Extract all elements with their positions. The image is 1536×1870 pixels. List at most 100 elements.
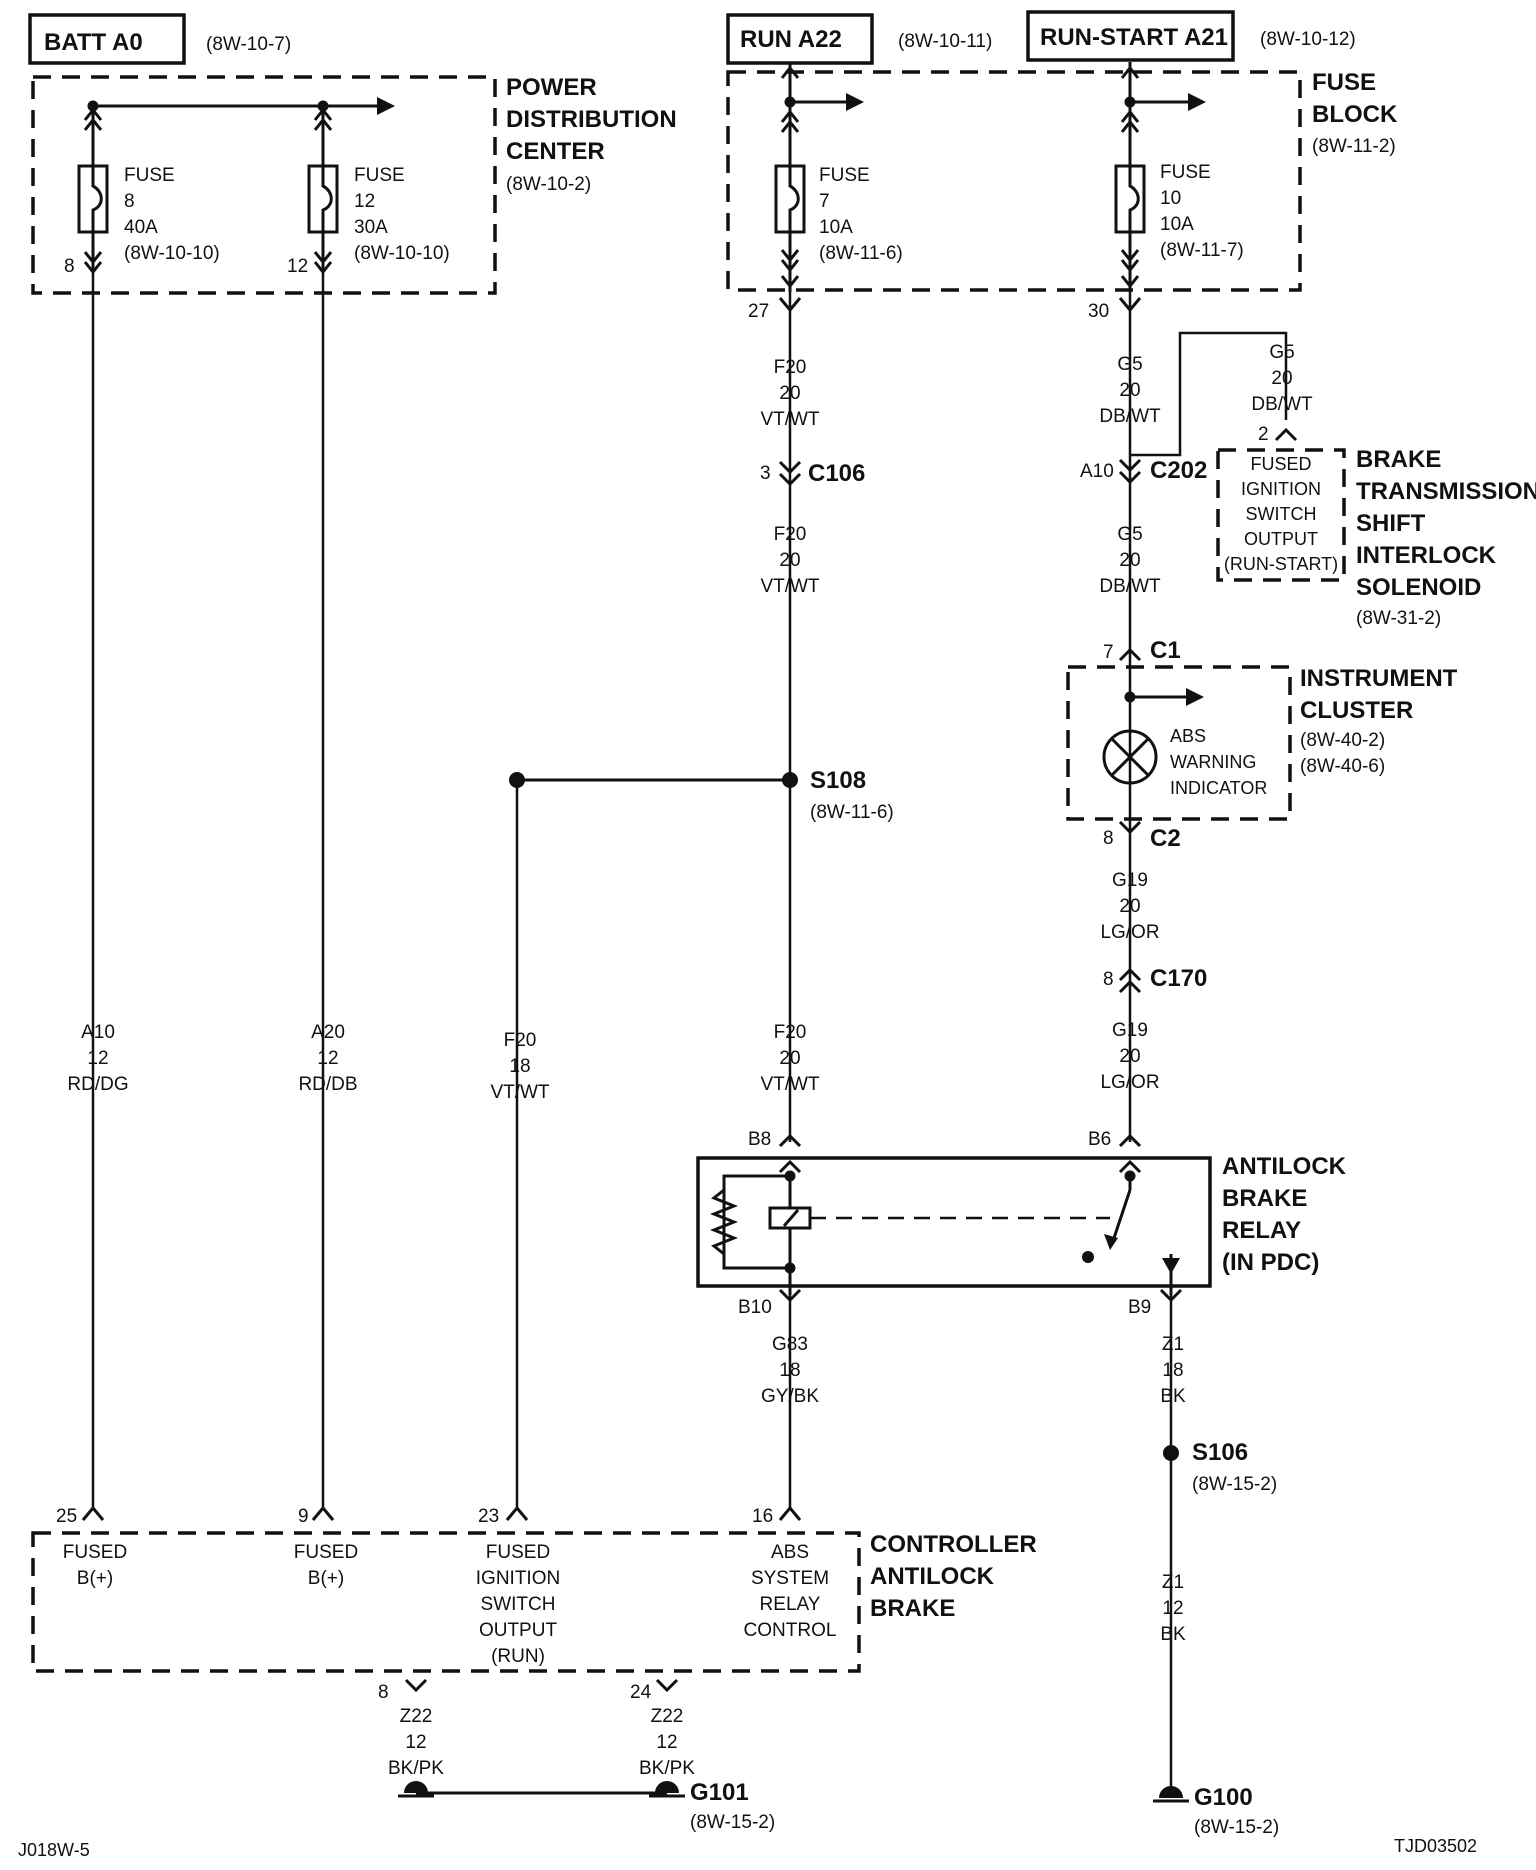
c106-pin: 3 xyxy=(760,463,771,484)
svg-text:DB/WT: DB/WT xyxy=(1251,394,1313,415)
svg-text:G19: G19 xyxy=(1112,1020,1148,1041)
svg-text:VT/WT: VT/WT xyxy=(760,1074,819,1095)
svg-text:(RUN): (RUN) xyxy=(491,1646,545,1667)
fuse-7-line-3: 10A xyxy=(819,217,853,238)
fuse-10-line-4: (8W-11-7) xyxy=(1160,240,1244,261)
run-a22-ref: (8W-10-11) xyxy=(898,31,992,52)
run-a22-source: RUN A22 (8W-10-11) xyxy=(726,13,992,65)
fuse-10-line-2: 10 xyxy=(1160,188,1181,209)
relay-pin-b9: B9 xyxy=(1128,1297,1151,1318)
c170-name: C170 xyxy=(1150,965,1207,992)
wire-runs xyxy=(91,272,1173,1793)
fuse-8-line-1: FUSE xyxy=(124,165,175,186)
fuse-8-line-2: 8 xyxy=(124,191,135,212)
svg-text:12: 12 xyxy=(87,1048,108,1069)
footer-right-code: TJD03502 xyxy=(1394,1836,1477,1856)
run-start-a21-label: RUN-START A21 xyxy=(1040,24,1228,51)
g101-name: G101 xyxy=(690,1779,749,1806)
a20-wire-label: A20 12 RD/DB xyxy=(298,1022,357,1095)
svg-text:20: 20 xyxy=(1119,1046,1140,1067)
c170-pin: 8 xyxy=(1103,969,1114,990)
controller-antilock-brake: CONTROLLER ANTILOCK BRAKE 25 FUSED B(+) … xyxy=(31,1505,1037,1673)
f20-left-wire-label: F20 18 VT/WT xyxy=(490,1030,549,1103)
fuse-12-pin: 12 xyxy=(287,256,308,277)
svg-text:VT/WT: VT/WT xyxy=(760,576,819,597)
fuse-12-line-2: 12 xyxy=(354,191,375,212)
shift-interlock-title-4: INTERLOCK xyxy=(1356,542,1497,569)
pdc-ref: (8W-10-2) xyxy=(506,174,591,195)
svg-text:BK/PK: BK/PK xyxy=(639,1758,695,1779)
svg-text:G19: G19 xyxy=(1112,870,1148,891)
shift-interlock-ref: (8W-31-2) xyxy=(1356,608,1441,629)
controller-title-1: CONTROLLER xyxy=(870,1531,1037,1558)
f20-low-label: F20 20 VT/WT xyxy=(760,1022,819,1095)
svg-text:18: 18 xyxy=(779,1360,800,1381)
s108-name: S108 xyxy=(810,767,866,794)
run-start-a21-source: RUN-START A21 (8W-10-12) xyxy=(1026,10,1356,62)
svg-text:20: 20 xyxy=(779,383,800,404)
svg-text:A10: A10 xyxy=(81,1022,115,1043)
svg-text:FUSED: FUSED xyxy=(486,1542,550,1563)
svg-text:20: 20 xyxy=(1119,896,1140,917)
s106-name: S106 xyxy=(1192,1439,1248,1466)
relay-title-3: RELAY xyxy=(1222,1217,1301,1244)
fuse-8-line-3: 40A xyxy=(124,217,158,238)
g19-low-label: G19 20 LG/OR xyxy=(1100,1020,1159,1093)
pdc-title-3: CENTER xyxy=(506,138,605,165)
shift-interlock-title-5: SOLENOID xyxy=(1356,574,1481,601)
s106-ref: (8W-15-2) xyxy=(1192,1474,1277,1495)
svg-text:20: 20 xyxy=(1119,550,1140,571)
svg-text:IGNITION: IGNITION xyxy=(476,1568,560,1589)
svg-text:F20: F20 xyxy=(774,524,807,545)
s108-ref: (8W-11-6) xyxy=(810,802,894,823)
svg-text:18: 18 xyxy=(509,1056,530,1077)
g83-wire-label: G83 18 GY/BK xyxy=(761,1334,819,1407)
svg-text:OUTPUT: OUTPUT xyxy=(1244,529,1318,549)
svg-text:12: 12 xyxy=(405,1732,426,1753)
ground-icon xyxy=(1153,1786,1189,1803)
svg-text:20: 20 xyxy=(779,550,800,571)
fuse-7-line-2: 7 xyxy=(819,191,830,212)
svg-text:20: 20 xyxy=(1271,368,1292,389)
z1-top-wire-label: Z1 18 BK xyxy=(1160,1334,1186,1407)
fuse-block-title-1: FUSE xyxy=(1312,69,1376,96)
svg-text:FUSED: FUSED xyxy=(63,1542,127,1563)
relay-pin-b8: B8 xyxy=(748,1129,771,1150)
fuse-8-line-4: (8W-10-10) xyxy=(124,243,220,264)
fuse-block-outputs: 27 30 xyxy=(748,297,1142,322)
svg-text:GY/BK: GY/BK xyxy=(761,1386,819,1407)
svg-text:VT/WT: VT/WT xyxy=(490,1082,549,1103)
g5-branch-wire: G5 20 DB/WT 2 xyxy=(1130,331,1313,457)
c202-name: C202 xyxy=(1150,457,1207,484)
shift-interlock-solenoid: FUSED IGNITION SWITCH OUTPUT (RUN-START)… xyxy=(1216,446,1536,629)
connector-c202: A10 C202 xyxy=(1080,457,1207,485)
svg-text:F20: F20 xyxy=(774,1022,807,1043)
svg-text:20: 20 xyxy=(1119,380,1140,401)
svg-text:12: 12 xyxy=(317,1048,338,1069)
connector-c1: 7 C1 xyxy=(1103,637,1181,664)
relay-title-2: BRAKE xyxy=(1222,1185,1307,1212)
pdc-title-1: POWER xyxy=(506,74,597,101)
batt-a0-label: BATT A0 xyxy=(44,29,143,56)
svg-text:FUSED: FUSED xyxy=(1250,454,1311,474)
g5-mid-label: G5 20 DB/WT xyxy=(1099,524,1161,597)
fuse-12-line-4: (8W-10-10) xyxy=(354,243,450,264)
a10-wire-label: A10 12 RD/DG xyxy=(67,1022,128,1095)
svg-text:Z22: Z22 xyxy=(400,1706,433,1727)
ground-wires-z22: 8 24 Z22 12 BK/PK Z22 12 BK/PK xyxy=(378,1678,695,1795)
c1-name: C1 xyxy=(1150,637,1181,664)
svg-text:Z22: Z22 xyxy=(651,1706,684,1727)
svg-text:BK/PK: BK/PK xyxy=(388,1758,444,1779)
c106-name: C106 xyxy=(808,460,865,487)
g100-name: G100 xyxy=(1194,1784,1253,1811)
ground-g101: G101 (8W-15-2) xyxy=(398,1779,775,1833)
c2-name: C2 xyxy=(1150,825,1181,852)
svg-text:G5: G5 xyxy=(1117,354,1142,375)
svg-text:ABS: ABS xyxy=(771,1542,809,1563)
fuse-12-line-3: 30A xyxy=(354,217,388,238)
fuse-7-pin: 27 xyxy=(748,301,769,322)
svg-text:(RUN-START): (RUN-START) xyxy=(1224,554,1338,574)
svg-text:RELAY: RELAY xyxy=(760,1594,821,1615)
svg-text:FUSED: FUSED xyxy=(294,1542,358,1563)
